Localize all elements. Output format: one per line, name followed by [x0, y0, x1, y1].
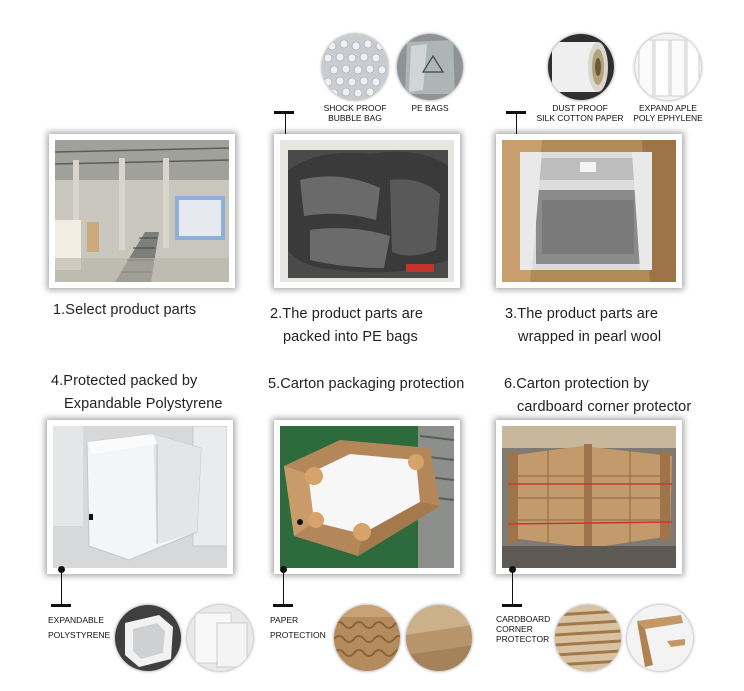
corner-protector-stack-thumbnail: [555, 605, 621, 671]
corrugated-paper-thumbnail: [334, 605, 400, 671]
dust-proof-caption: DUST PROOF SILK COTTON PAPER: [536, 103, 624, 123]
expandable-polystyrene-caption: EXPANDABLE POLYSTYRENE: [48, 615, 111, 640]
bubble-bag-thumbnail: [322, 34, 388, 100]
step-3-label: 3.The product parts are wrapped in pearl…: [505, 306, 662, 345]
pe-bag-packing-photo: [274, 134, 460, 288]
expand-poly-caption: EXPAND APLE POLY EPHYLENE: [633, 103, 703, 123]
pin-bar: [506, 111, 526, 114]
cardboard-sheet-thumbnail: [406, 605, 472, 671]
paper-protection-caption: PAPER PROTECTION: [270, 615, 326, 640]
pe-bag-thumbnail: [397, 34, 463, 100]
polystyrene-photo: [47, 420, 233, 574]
carton-packing-photo: [274, 420, 460, 574]
step-6-label: 6.Carton protection by cardboard corner …: [504, 376, 692, 415]
pin-line: [512, 572, 513, 605]
pe-bags-caption: PE BAGS: [411, 103, 449, 113]
pin-bar: [502, 604, 522, 607]
cardboard-corner-caption: CARDBOARD CORNER PROTECTOR: [496, 614, 551, 644]
shock-bubble-caption: SHOCK PROOF BUBBLE BAG: [323, 103, 387, 123]
step-2-label: 2.The product parts are packed into PE b…: [270, 306, 424, 345]
step-4-label: 4.Protected packed by Expandable Polysty…: [51, 373, 223, 412]
pin-line: [516, 113, 517, 151]
step-1-label: 1.Select product parts: [53, 302, 197, 318]
pin-dot: [280, 566, 287, 573]
angle-protector-thumbnail: [627, 605, 693, 671]
pearl-wool-wrap-photo: [496, 134, 682, 288]
pin-dot: [58, 566, 65, 573]
silk-cotton-paper-thumbnail: [548, 34, 614, 100]
pin-bar: [51, 604, 71, 607]
corner-protector-photo: [496, 420, 682, 574]
foam-board-thumbnail: [187, 605, 253, 671]
pin-bar: [273, 604, 293, 607]
eps-foam-thumbnail: [115, 605, 181, 671]
step-5-label: 5.Carton packaging protection: [268, 376, 465, 392]
pin-line: [283, 572, 284, 605]
pearl-wool-thumbnail: [635, 34, 701, 100]
pin-line: [285, 113, 286, 151]
pin-line: [61, 572, 62, 605]
factory-photo: [49, 134, 235, 288]
pin-bar: [274, 111, 294, 114]
pin-dot: [509, 566, 516, 573]
